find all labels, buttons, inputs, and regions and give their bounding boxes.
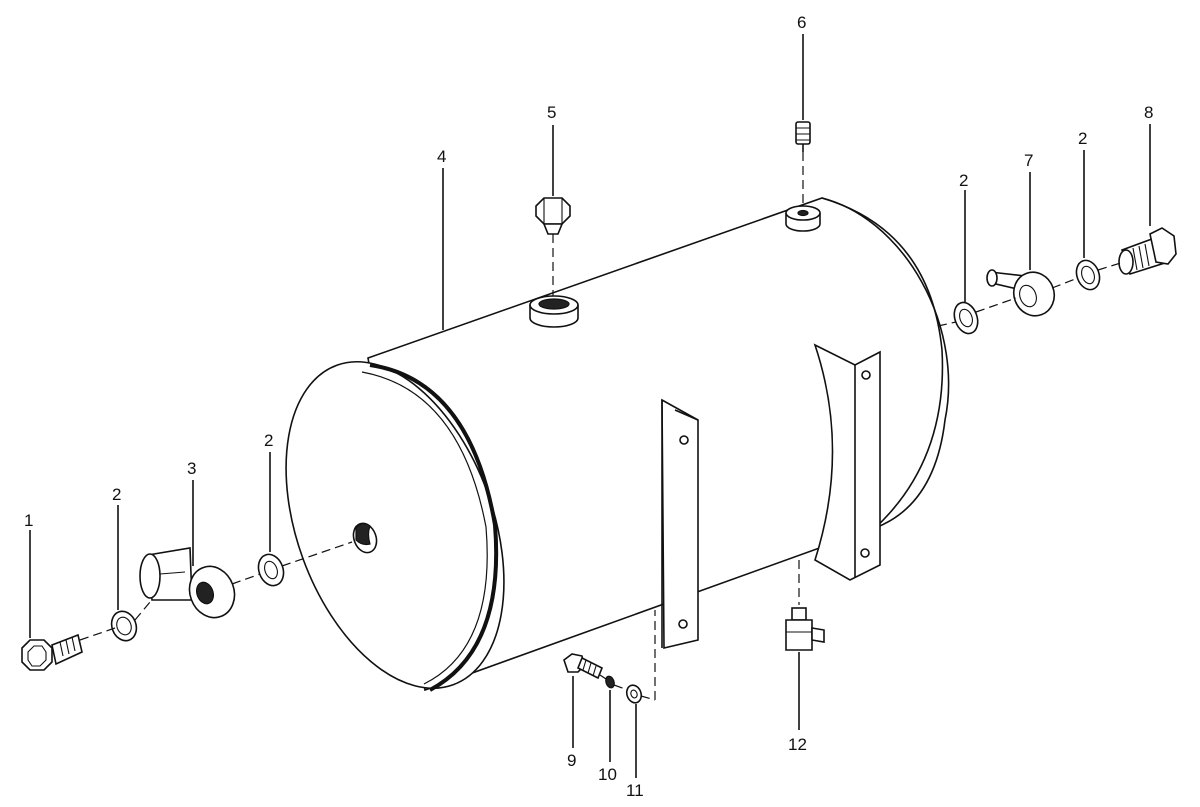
part-6-valve-stem — [795, 121, 811, 152]
callout-2: 2 — [264, 431, 273, 450]
top-port-boss-5 — [529, 295, 579, 328]
part-9-bolt — [563, 653, 604, 680]
callout-10: 10 — [598, 765, 617, 784]
callout-12: 12 — [788, 735, 807, 754]
part-11-flat-washer — [625, 684, 643, 704]
top-port-boss-6 — [785, 205, 821, 232]
callout-7: 7 — [1024, 151, 1033, 170]
part-2-washer-right-outer — [1075, 259, 1101, 291]
tank-front-port-thread — [355, 522, 371, 546]
part-12-drain-valve — [785, 607, 825, 651]
part-2-washer-left-inner — [257, 553, 285, 587]
mounting-bracket-front — [661, 398, 699, 650]
part-3-banjo-fitting — [139, 547, 236, 619]
tank-rim-band — [369, 363, 499, 692]
part-2-washer-right-inner — [953, 301, 979, 335]
callout-8: 8 — [1144, 103, 1153, 122]
callout-11: 11 — [626, 781, 644, 800]
callout-2: 2 — [1078, 129, 1087, 148]
leader-lines — [29, 34, 1151, 778]
tank-cylinder — [367, 197, 950, 692]
callout-1: 1 — [24, 511, 33, 530]
callout-6: 6 — [797, 13, 806, 32]
part-2-washer-left-outer — [110, 610, 138, 642]
callout-3: 3 — [187, 459, 196, 478]
part-5-hex-nut-fitting — [535, 197, 571, 235]
callout-2: 2 — [112, 485, 121, 504]
part-8-threaded-fitting — [1118, 227, 1177, 275]
mounting-bracket-rear — [813, 343, 881, 581]
callout-labels: 1 2 3 2 4 5 6 2 7 2 8 9 10 11 12 — [24, 13, 1153, 800]
callout-5: 5 — [547, 103, 556, 122]
tank-right-end — [821, 197, 944, 529]
part-10-lock-washer — [605, 675, 615, 689]
part-7-elbow-banjo — [986, 269, 1056, 317]
callout-9: 9 — [567, 751, 576, 770]
callout-2: 2 — [959, 171, 968, 190]
assembly-lines — [79, 152, 1125, 701]
tank-rim-band-inner — [361, 371, 488, 685]
callout-4: 4 — [437, 147, 446, 166]
part-1-hex-plug — [21, 633, 83, 671]
